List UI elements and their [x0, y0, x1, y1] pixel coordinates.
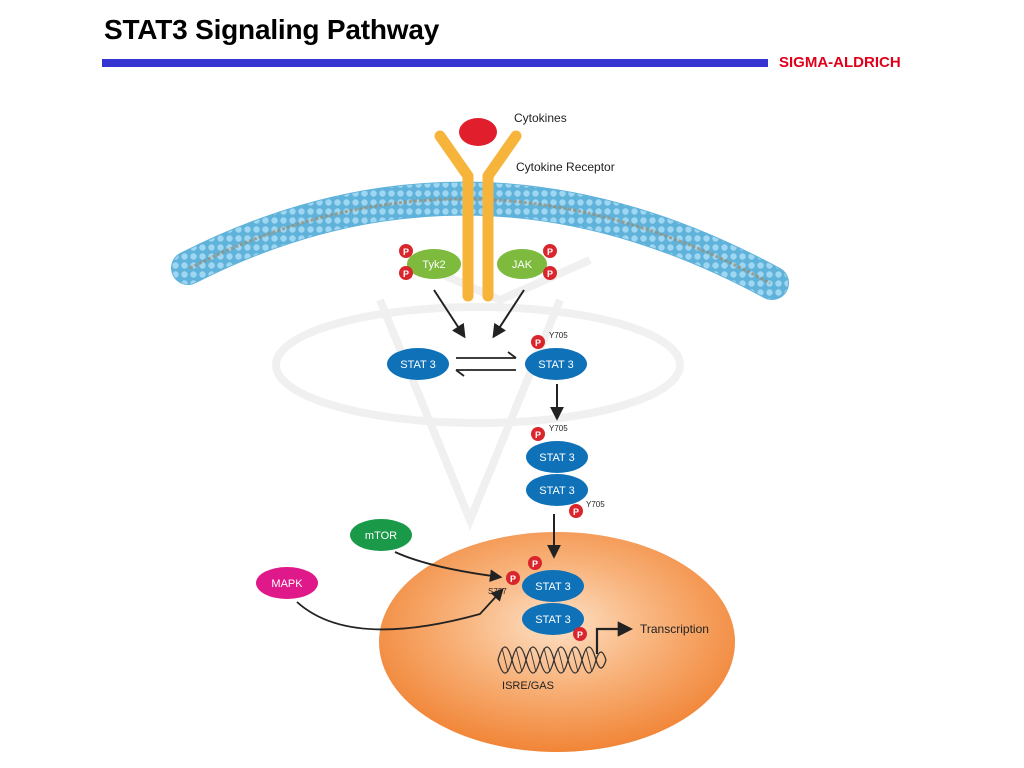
phospho-badge	[531, 335, 545, 349]
phospho-badge	[543, 244, 557, 258]
mtor-kinase	[350, 519, 412, 551]
phospho-badge	[399, 266, 413, 280]
phospho-label: P	[535, 338, 541, 348]
watermark-logo	[272, 256, 684, 531]
dna-strand	[497, 646, 607, 674]
stat3-dimer-top	[526, 441, 588, 473]
cytokine-receptor-label: Cytokine Receptor	[516, 160, 615, 174]
jak-kinase	[497, 249, 547, 279]
phospho-label: P	[510, 574, 516, 584]
phospho-badge	[399, 244, 413, 258]
tyk2-label: Tyk2	[422, 259, 445, 271]
phospho-label: P	[573, 507, 579, 517]
nucleus	[379, 532, 735, 752]
stat3-inactive	[387, 348, 449, 380]
transcription-arrow	[595, 621, 634, 654]
cell-membrane	[171, 181, 789, 300]
phospho-label: P	[547, 269, 553, 279]
tyk2-kinase	[407, 249, 461, 279]
isre-gas-label: ISRE/GAS	[502, 680, 554, 692]
phospho-badge	[569, 504, 583, 518]
stat3-label: STAT 3	[535, 581, 570, 593]
cytokines-label: Cytokines	[514, 111, 567, 125]
phospho-label: P	[577, 630, 583, 640]
transcription-label: Transcription	[640, 622, 709, 636]
y705-label: Y705	[549, 331, 568, 340]
phospho-label: P	[547, 247, 553, 257]
nuclear-stat3-bottom	[522, 603, 584, 635]
phospho-label: P	[403, 269, 409, 279]
phospho-badge	[506, 571, 520, 585]
s727-label: S727	[488, 587, 507, 596]
jak-label: JAK	[512, 259, 533, 271]
stat3-phosphorylated	[525, 348, 587, 380]
jak-arrow	[492, 289, 525, 339]
stat3-label: STAT 3	[538, 359, 573, 371]
mtor-label: mTOR	[365, 530, 397, 542]
phospho-label: P	[403, 247, 409, 257]
equilibrium-arrows	[455, 351, 517, 377]
phospho-label: P	[535, 430, 541, 440]
mapk-kinase	[256, 567, 318, 599]
phospho-badge	[573, 627, 587, 641]
phospho-badge	[531, 427, 545, 441]
mapk-arrow	[296, 588, 504, 631]
brand-logo-text: SIGMA-ALDRICH	[779, 54, 901, 71]
phospho-label: P	[532, 559, 538, 569]
y705-label: Y705	[586, 500, 605, 509]
cytokine-molecule	[459, 118, 497, 146]
stat3-label: STAT 3	[535, 614, 570, 626]
phospho-badge	[528, 556, 542, 570]
mtor-arrow	[394, 551, 503, 582]
stat3-label: STAT 3	[539, 485, 574, 497]
nuclear-stat3-top	[522, 570, 584, 602]
page-title: STAT3 Signaling Pathway	[104, 14, 440, 45]
cytokine-receptor	[434, 130, 522, 302]
stat3-label: STAT 3	[400, 359, 435, 371]
title-divider	[102, 59, 768, 67]
phospho-badge	[543, 266, 557, 280]
y705-label: Y705	[549, 424, 568, 433]
stat3-label: STAT 3	[539, 452, 574, 464]
stat3-dimer-bottom	[526, 474, 588, 506]
tyk2-arrow	[433, 289, 466, 339]
mapk-label: MAPK	[271, 578, 303, 590]
